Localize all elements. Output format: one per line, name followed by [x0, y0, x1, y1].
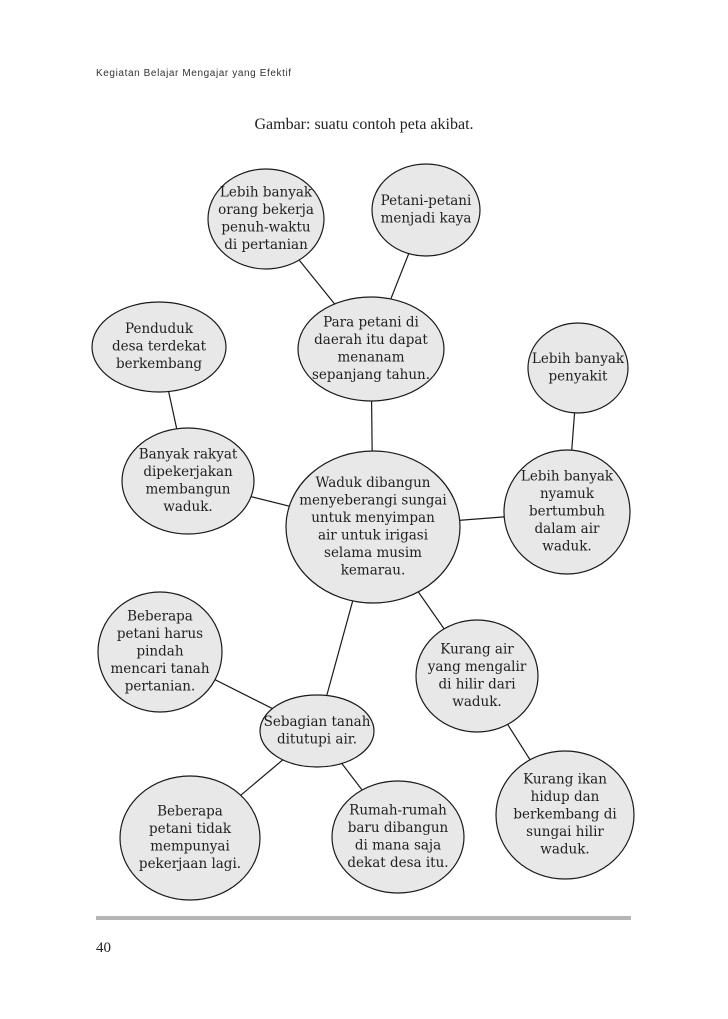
node-label-line: di mana saja — [355, 837, 441, 853]
node-shape — [527, 322, 629, 414]
node-label-line: air untuk irigasi — [318, 527, 429, 543]
node-label-line: di hilir dari — [438, 676, 516, 692]
node-label-line: Beberapa — [127, 609, 193, 625]
node-label-line: Lebih banyak — [521, 469, 614, 485]
node-label-line: di pertanian — [224, 237, 308, 253]
node-shape — [207, 168, 325, 270]
node-label-line: untuk menyimpan — [311, 510, 435, 526]
node-shape — [121, 427, 255, 535]
node-label-line: berkembang di — [513, 807, 617, 823]
node-label-line: yang mengalir — [427, 659, 527, 675]
node-label-line: Kurang ikan — [523, 772, 607, 788]
node-label-line: pindah — [136, 644, 183, 660]
node-label-line: Banyak rakyat — [139, 446, 238, 462]
node-label-line: daerah itu dapat — [314, 332, 428, 348]
node-label-line: dekat desa itu. — [347, 855, 448, 871]
node-label-line: penuh-waktu — [221, 219, 310, 235]
node-label-line: waduk. — [163, 499, 212, 515]
node-label-line: petani harus — [117, 626, 203, 642]
node-shape — [415, 619, 539, 733]
node-label-line: dipekerjakan — [143, 464, 233, 480]
node-label-line: membangun — [145, 481, 230, 497]
node-label-line: waduk. — [540, 842, 589, 858]
node-label-line: sungai hilir — [526, 824, 604, 840]
node-label-line: Petani-petani — [381, 193, 472, 209]
node-label-line: bertumbuh — [529, 504, 605, 520]
node-shape — [503, 449, 631, 575]
node-label-line: orang bekerja — [218, 202, 314, 218]
node-label-line: pekerjaan lagi. — [139, 856, 241, 872]
node-label-line: Kurang air — [440, 641, 514, 657]
node-label-line: Lebih banyak — [220, 184, 313, 200]
node-label-line: mencari tanah — [110, 661, 209, 677]
node-label-line: ditutupi air. — [277, 731, 357, 747]
node-shape — [297, 296, 445, 402]
node-label-line: Beberapa — [157, 803, 223, 819]
node-shape — [371, 163, 481, 257]
node-label-line: baru dibangun — [348, 820, 449, 836]
node-label-line: berkembang — [116, 356, 202, 372]
node-label-line: menanam — [337, 349, 404, 365]
node-label-line: Penduduk — [125, 321, 194, 337]
node-shape — [495, 750, 635, 880]
node-label-line: mempunyai — [150, 838, 230, 854]
node-shape — [91, 301, 227, 393]
node-label-line: sepanjang tahun. — [312, 367, 430, 383]
node-label-line: penyakit — [549, 368, 608, 384]
running-head: Kegiatan Belajar Mengajar yang Efektif — [96, 68, 292, 79]
page-number: 40 — [96, 940, 111, 956]
node-label-line: desa terdekat — [112, 339, 207, 355]
node-label-line: nyamuk — [540, 486, 595, 502]
figure-caption: Gambar: suatu contoh peta akibat. — [254, 116, 474, 133]
node-label-line: Rumah-rumah — [349, 802, 447, 818]
footer-rule — [96, 916, 631, 920]
node-label-line: menyeberangi sungai — [299, 492, 447, 508]
node-label-line: dalam air — [535, 521, 601, 537]
node-label-line: Para petani di — [323, 314, 419, 330]
node-shape — [285, 450, 461, 604]
node-label-line: selama musim — [324, 545, 422, 561]
node-label-line: kemarau. — [341, 562, 406, 578]
node-label-line: Waduk dibangun — [316, 475, 431, 491]
node-label-line: waduk. — [542, 539, 591, 555]
node-label-line: hidup dan — [531, 789, 600, 805]
node-shape — [97, 591, 223, 713]
node-label-line: waduk. — [452, 694, 501, 710]
node-shape — [259, 694, 375, 768]
node-label-line: petani tidak — [149, 821, 232, 837]
node-label-line: Lebih banyak — [532, 351, 625, 367]
node-label-line: Sebagian tanah — [264, 714, 371, 730]
node-shape — [119, 775, 261, 901]
node-label-line: menjadi kaya — [381, 210, 472, 226]
node-label-line: pertanian. — [125, 679, 196, 695]
node-shape — [331, 780, 465, 894]
